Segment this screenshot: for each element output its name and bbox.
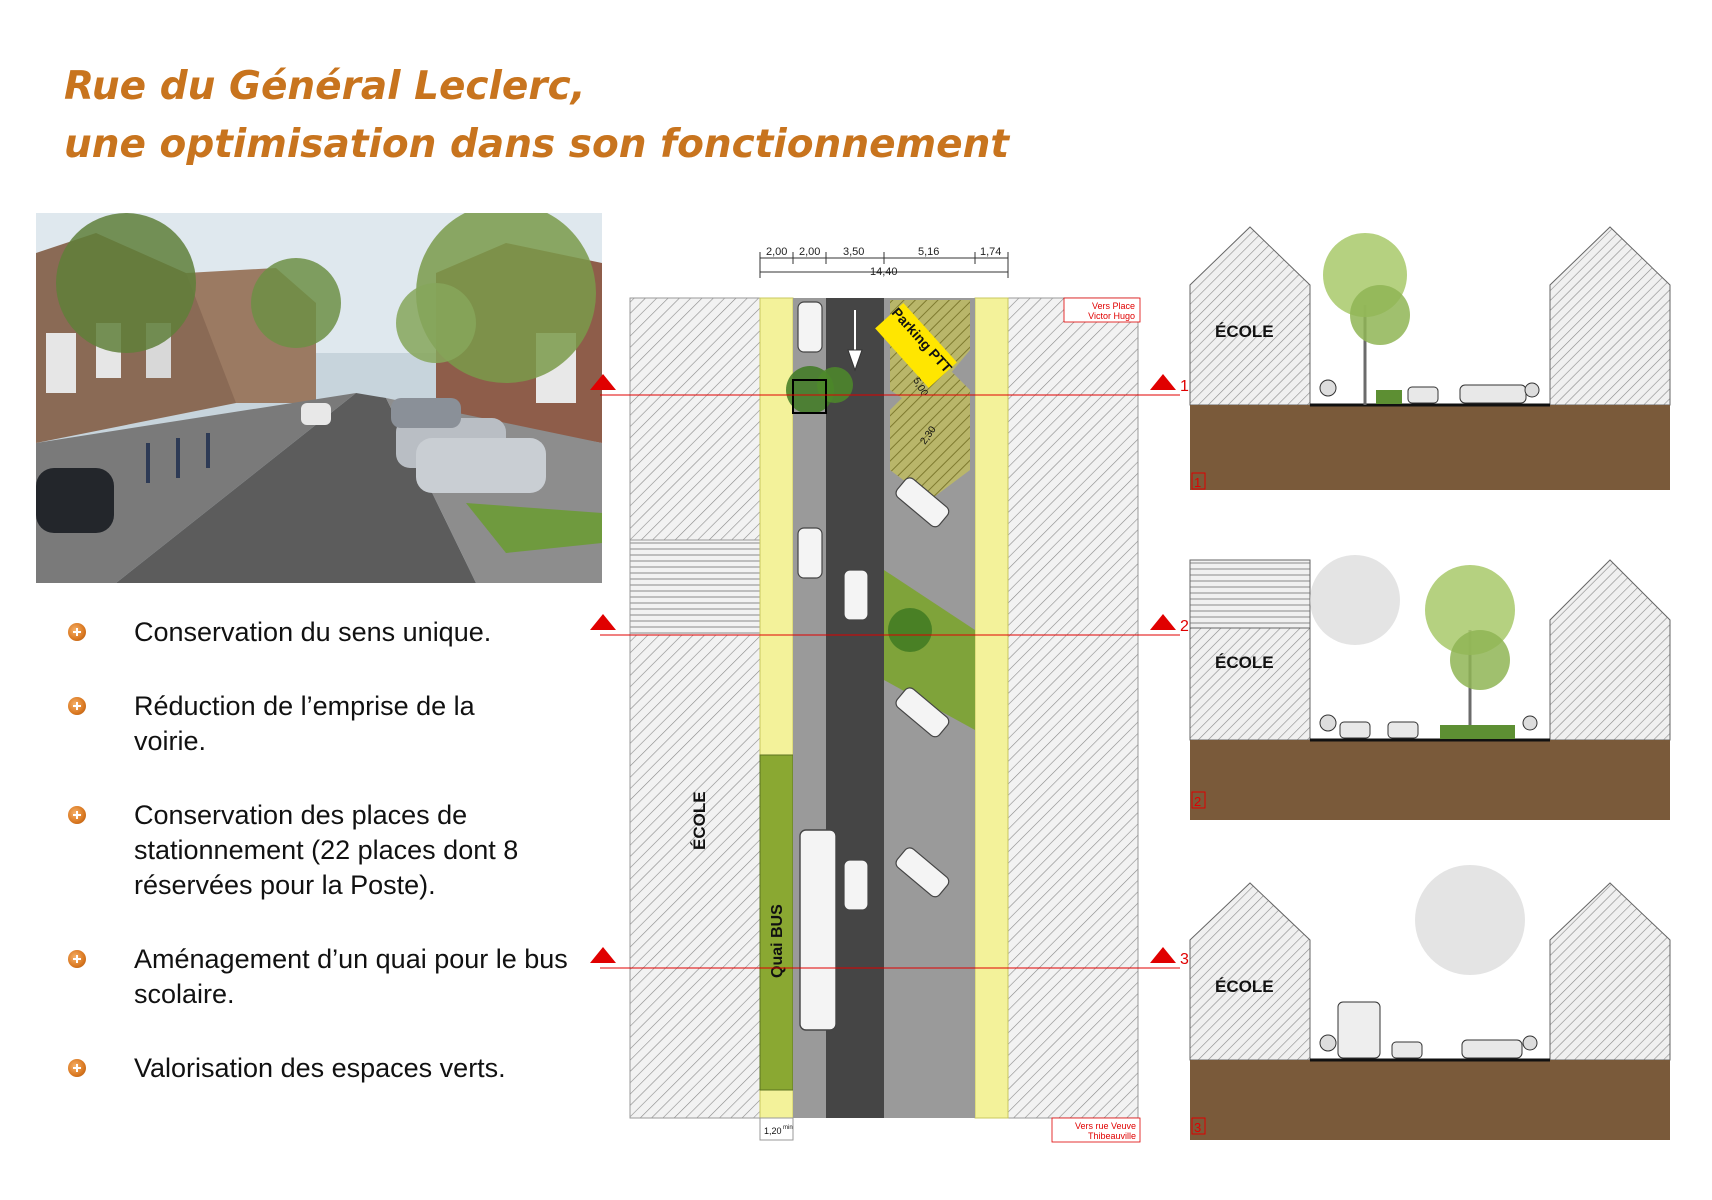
car-icon xyxy=(797,527,823,579)
section-number: 2 xyxy=(1194,794,1201,809)
bus-icon xyxy=(799,829,837,1031)
section-ecole-label: ÉCOLE xyxy=(1215,653,1274,672)
page-title: Rue du Général Leclerc, une optimisation… xyxy=(64,58,1009,174)
street-plan: 2,00 2,00 3,50 5,16 1,74 14,40 Parking P… xyxy=(590,246,1180,1143)
car-icon xyxy=(797,301,823,353)
section-number: 3 xyxy=(1194,1120,1201,1135)
dim-label: 2,00 xyxy=(799,246,820,258)
section-marker-1: 1 xyxy=(1180,378,1189,395)
section-ecole-label: ÉCOLE xyxy=(1215,322,1274,341)
title-line-2: une optimisation dans son fonctionnement xyxy=(64,122,1010,167)
top-note: Vers Place xyxy=(1092,301,1135,311)
bullet-icon xyxy=(68,806,86,824)
cross-section-1: ÉCOLE 1 xyxy=(1189,226,1671,490)
cross-section-2: ÉCOLE 2 xyxy=(1189,555,1671,820)
list-item: Valorisation des espaces verts. xyxy=(64,1051,624,1086)
car-icon xyxy=(895,477,950,528)
section-line-3 xyxy=(590,947,1180,969)
car-icon xyxy=(895,847,950,898)
bullet-icon xyxy=(68,697,86,715)
bottom-note: Vers rue Veuve xyxy=(1075,1121,1136,1131)
section-marker-3: 3 xyxy=(1180,951,1189,968)
bottom-note: Thibeauville xyxy=(1088,1131,1136,1141)
car-icon xyxy=(843,859,869,911)
section-number: 1 xyxy=(1194,475,1201,490)
section-ecole-label: ÉCOLE xyxy=(1215,977,1274,996)
dim-total: 14,40 xyxy=(870,266,898,278)
dim-label: 2,00 xyxy=(766,246,787,258)
list-item: Conservation des places de stationnement… xyxy=(64,798,624,903)
dim-label: 5,16 xyxy=(918,246,939,258)
title-line-1: Rue du Général Leclerc, xyxy=(64,64,586,109)
dimension-bar: 2,00 2,00 3,50 5,16 1,74 14,40 xyxy=(759,246,1009,278)
car-icon xyxy=(895,687,950,738)
bullet-icon xyxy=(68,1059,86,1077)
list-item: Réduction de l’emprise de la voirie. xyxy=(64,689,624,759)
street-photo xyxy=(36,213,602,583)
dim-label: 1,74 xyxy=(980,246,1001,258)
bullet-list: Conservation du sens unique. Réduction d… xyxy=(64,615,624,1086)
top-note: Victor Hugo xyxy=(1088,311,1135,321)
dim-label: 3,50 xyxy=(843,246,864,258)
list-item: Aménagement d’un quai pour le bus scolai… xyxy=(64,942,624,1012)
car-icon xyxy=(843,569,869,621)
bullet-icon xyxy=(68,950,86,968)
section-line-2 xyxy=(590,614,1180,636)
quai-bus-label: Quai BUS xyxy=(769,904,786,978)
bullet-icon xyxy=(68,623,86,641)
dim-unit: min xyxy=(783,1125,793,1131)
section-marker-2: 2 xyxy=(1180,618,1189,635)
ecole-label: ÉCOLE xyxy=(690,791,709,850)
cross-section-3: ÉCOLE 3 xyxy=(1189,865,1671,1140)
section-line-1 xyxy=(590,374,1180,396)
list-item: Conservation du sens unique. xyxy=(64,615,624,650)
dim-label: 1,20 xyxy=(764,1126,782,1136)
